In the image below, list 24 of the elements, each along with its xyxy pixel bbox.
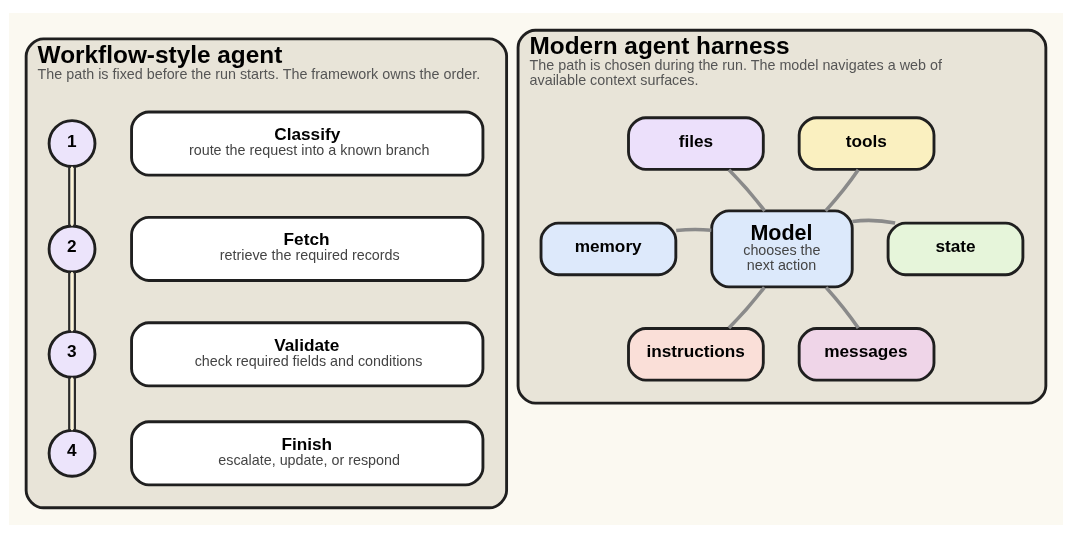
node-box: tools bbox=[797, 116, 936, 171]
connector bbox=[727, 286, 766, 330]
node-box: Finish escalate, update, or respond bbox=[130, 420, 485, 487]
node-box: messages bbox=[797, 327, 936, 382]
node-box: instructions bbox=[627, 327, 765, 382]
connector bbox=[824, 286, 860, 330]
node-box: Validate check required fields and conditions bbox=[130, 321, 485, 388]
connector bbox=[68, 166, 76, 226]
node-box: Classify route the request into a known branch bbox=[130, 110, 485, 177]
connector bbox=[852, 218, 896, 225]
connector bbox=[727, 168, 767, 212]
node-circle: 4 bbox=[47, 428, 97, 478]
connector bbox=[676, 227, 712, 233]
node-box: memory bbox=[539, 221, 678, 277]
connector bbox=[68, 377, 76, 431]
connector bbox=[824, 168, 860, 213]
node-box: Model chooses the next action bbox=[710, 209, 854, 289]
node-circle: 3 bbox=[47, 329, 97, 379]
node-circle: 2 bbox=[47, 224, 97, 274]
node-box: files bbox=[627, 116, 765, 171]
node-box: state bbox=[886, 221, 1025, 277]
node-circle: 1 bbox=[47, 119, 97, 168]
connector bbox=[68, 272, 76, 332]
node-box: Fetch retrieve the required records bbox=[130, 215, 485, 282]
